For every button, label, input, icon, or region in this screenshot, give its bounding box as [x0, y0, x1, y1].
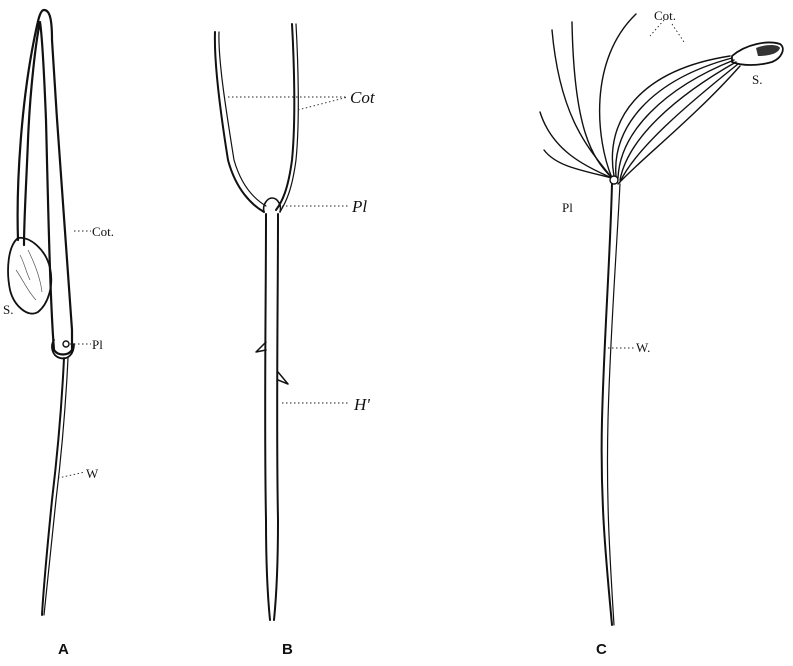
panel-a-plumule-label: Pl	[92, 337, 103, 352]
panel-a-cotyledon-label: Cot.	[92, 224, 114, 239]
panel-b-left-cotyledon-drawing	[215, 32, 264, 212]
panel-b-stem-drawing	[265, 214, 270, 620]
panel-a-root-label: W	[86, 466, 99, 481]
panel-b-lateral-spine-right	[278, 372, 288, 384]
panel-c-cotyledon-label: Cot.	[654, 8, 676, 23]
panel-c-cotyledon-leader-2	[672, 24, 684, 42]
panel-b-plumule-label: Pl	[351, 197, 367, 216]
panel-a-root-drawing-inner	[44, 358, 68, 615]
panel-c-cotyledon-filament	[612, 56, 730, 176]
panel-a-root-leader	[58, 472, 85, 478]
panel-c-seed-label: S.	[752, 72, 762, 87]
panel-a-plumule-bud	[63, 341, 69, 347]
panel-c-cotyledon-filament	[552, 30, 612, 178]
panel-c-letter: C	[596, 641, 607, 658]
panel-c-seed-shading	[756, 45, 780, 56]
panel-b-cotyledon-leader-right	[298, 97, 348, 110]
panel-c-plumule-node	[610, 176, 618, 184]
panel-b-cotyledon-label: Cot	[350, 88, 376, 107]
panel-c-cotyledon-filament	[618, 60, 734, 178]
panel-c-cotyledon-filament	[618, 66, 740, 184]
panel-c-seedling	[540, 14, 783, 625]
panel-b-seedling	[215, 24, 298, 620]
panel-a-seed-drawing	[8, 238, 51, 314]
panel-a-letter: A	[58, 641, 69, 658]
panel-b-stem-drawing-inner	[274, 214, 278, 620]
panel-b-plumule-drawing	[264, 198, 281, 212]
panel-c-cotyledon-filament	[616, 58, 732, 176]
panel-a-root-drawing	[42, 358, 64, 615]
panel-a-seed-label: S.	[3, 302, 13, 317]
panel-a-seed-texture	[16, 250, 42, 300]
panel-a-seedling	[8, 10, 74, 615]
panel-b-left-cotyledon-inner	[219, 32, 266, 206]
panel-b-root-label: H'	[353, 395, 370, 414]
panel-b-right-cotyledon-inner	[280, 24, 298, 212]
panel-c-plumule-label: Pl	[562, 200, 573, 215]
panel-b-letter: B	[282, 641, 293, 658]
panel-c-root-label: W.	[636, 340, 650, 355]
panel-c-cotyledon-filament	[572, 22, 612, 178]
